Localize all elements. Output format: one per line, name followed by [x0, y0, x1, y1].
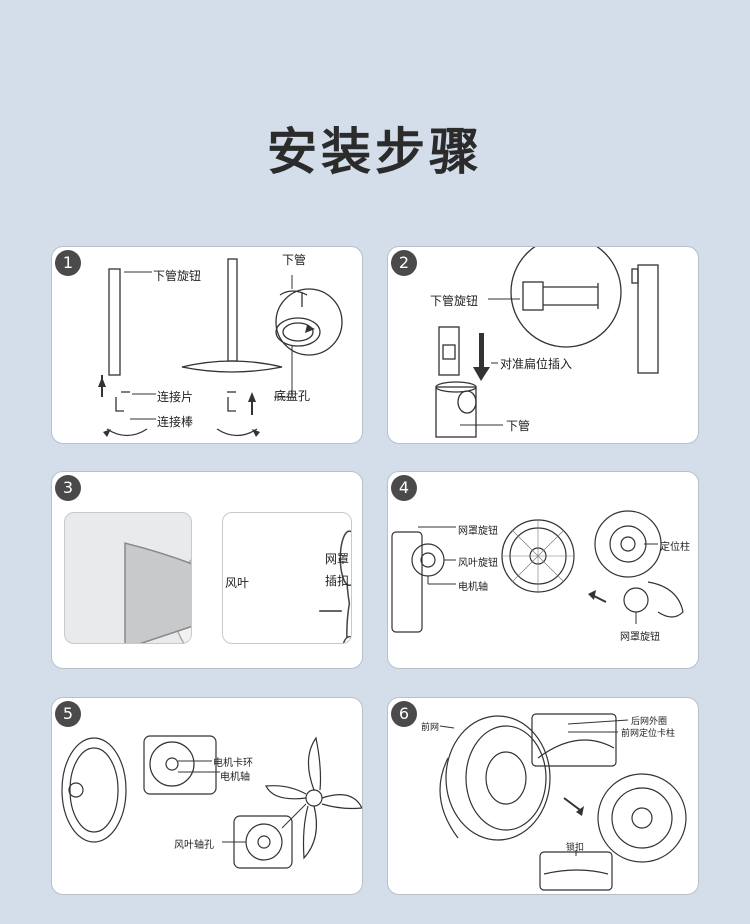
step-5-card: 5 电机卡环 电机轴 风叶轴孔 — [51, 697, 363, 895]
step-1-illustration — [98, 258, 343, 437]
label-lock-clip: 锁扣 — [566, 843, 585, 853]
step-1-card: 1 — [51, 246, 363, 444]
label-motor-ring: 电机卡环 — [213, 758, 253, 769]
label-motor-shaft: 电机轴 — [220, 772, 250, 783]
label-positioning-post: 定位柱 — [660, 542, 690, 553]
label-lower-tube: 下管 — [506, 419, 531, 433]
label-blade-knob: 风叶旋钮 — [458, 558, 498, 569]
step-2-badge: 2 — [391, 250, 417, 276]
step-4-illustration — [391, 510, 684, 633]
step-5-badge: 5 — [55, 701, 81, 727]
step-6-illustration — [439, 713, 687, 891]
step-4-card: 4 网罩旋钮 风叶旋 — [387, 471, 699, 669]
label-guard-knob-2: 网罩旋钮 — [620, 632, 660, 643]
label-base-hole: 底盘孔 — [274, 389, 311, 403]
label-clip: 插扣 — [325, 574, 350, 588]
step-3-photo-left — [64, 512, 192, 644]
step-3-card: 3 网罩 插扣 风叶 — [51, 471, 363, 669]
label-front-guard: 前网 — [421, 723, 440, 733]
page-title: 安装步骤 — [267, 123, 483, 181]
step-1-badge: 1 — [55, 250, 81, 276]
step-2-card: 2 下管旋钮 对准扁位插入 下管 — [387, 246, 699, 444]
step-2-illustration — [435, 247, 659, 438]
label-blade: 风叶 — [225, 576, 250, 590]
label-lower-tube: 下管 — [282, 253, 307, 267]
step-5-illustration — [61, 735, 362, 869]
label-connect-rod: 连接棒 — [157, 415, 194, 429]
label-align-insert: 对准扁位插入 — [500, 357, 573, 371]
label-lower-tube-knob: 下管旋钮 — [153, 269, 202, 283]
label-guard-knob: 网罩旋钮 — [458, 526, 498, 537]
step-6-badge: 6 — [391, 701, 417, 727]
step-4-badge: 4 — [391, 475, 417, 501]
label-rear-guard-edge: 后网外圈 — [631, 717, 668, 727]
label-guard: 网罩 — [325, 552, 350, 566]
step-3-badge: 3 — [55, 475, 81, 501]
label-motor-shaft: 电机轴 — [458, 582, 488, 593]
step-6-card: 6 前网 后网外圈 前网定位卡柱 锁扣 — [387, 697, 699, 895]
label-blade-shaft-hole: 风叶轴孔 — [174, 840, 214, 851]
label-front-guard-post: 前网定位卡柱 — [621, 729, 676, 739]
label-connect-plate: 连接片 — [157, 390, 194, 404]
step-3-photo-right — [222, 512, 352, 644]
label-lower-tube-knob: 下管旋钮 — [430, 294, 479, 308]
